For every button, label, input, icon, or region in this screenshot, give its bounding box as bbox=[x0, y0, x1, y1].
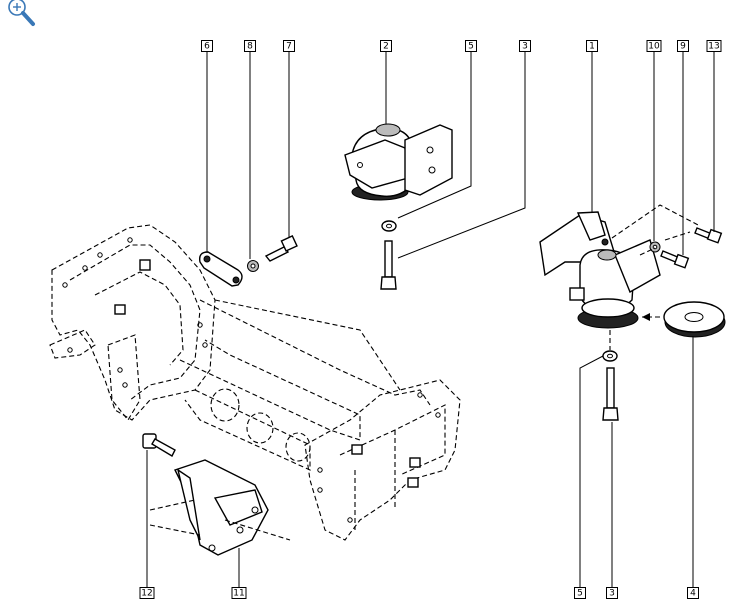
leader-lines bbox=[146, 52, 715, 588]
rubber-pad bbox=[663, 301, 726, 338]
washer-upper bbox=[381, 220, 397, 232]
callout-c13: 13 bbox=[706, 40, 722, 52]
callout-c4: 4 bbox=[687, 587, 699, 599]
callout-number: 6 bbox=[204, 42, 210, 52]
callout-c5t: 5 bbox=[465, 40, 477, 52]
callout-labels: 6 8 7 2 5 3 1 10 9 13 12 11 5 3 4 bbox=[139, 40, 722, 599]
callout-number: 9 bbox=[680, 42, 686, 52]
bolt-lower bbox=[602, 367, 619, 421]
callout-number: 11 bbox=[233, 589, 244, 599]
callout-number: 2 bbox=[383, 42, 389, 52]
callout-c1: 1 bbox=[586, 40, 598, 52]
callout-c8: 8 bbox=[244, 40, 256, 52]
callout-number: 4 bbox=[690, 589, 696, 599]
callout-number: 7 bbox=[286, 42, 292, 52]
callout-c11: 11 bbox=[231, 587, 247, 599]
callout-c3b: 3 bbox=[606, 587, 618, 599]
callout-c12: 12 bbox=[139, 587, 155, 599]
callout-number: 13 bbox=[708, 42, 719, 52]
engine-mount-upper bbox=[344, 123, 453, 201]
washer-lower bbox=[602, 350, 618, 362]
engine-mount-right bbox=[539, 211, 661, 329]
zoom-in-icon bbox=[8, 0, 35, 26]
callout-number: 8 bbox=[247, 42, 253, 52]
callout-number: 3 bbox=[522, 42, 528, 52]
zoom-button[interactable] bbox=[2, 0, 36, 30]
callout-c7: 7 bbox=[283, 40, 295, 52]
callout-number: 3 bbox=[609, 589, 615, 599]
callout-c2: 2 bbox=[380, 40, 392, 52]
washer-10 bbox=[649, 241, 661, 253]
callout-number: 12 bbox=[141, 589, 152, 599]
callout-number: 5 bbox=[468, 42, 474, 52]
lower-bracket bbox=[149, 459, 291, 556]
callout-number: 10 bbox=[648, 42, 660, 52]
callout-c10: 10 bbox=[646, 40, 662, 52]
subframe bbox=[49, 224, 461, 541]
subframe-bolt bbox=[114, 259, 421, 488]
bolt-upper bbox=[380, 240, 397, 290]
callout-number: 1 bbox=[589, 42, 595, 52]
bolt-13 bbox=[694, 227, 723, 244]
callout-number: 5 bbox=[577, 589, 583, 599]
bolt-9 bbox=[660, 250, 690, 269]
callout-c5b: 5 bbox=[574, 587, 586, 599]
bolt-12 bbox=[142, 433, 176, 457]
callout-c3t: 3 bbox=[519, 40, 531, 52]
callout-c6: 6 bbox=[201, 40, 213, 52]
callout-c9: 9 bbox=[677, 40, 689, 52]
torque-link bbox=[198, 235, 298, 287]
